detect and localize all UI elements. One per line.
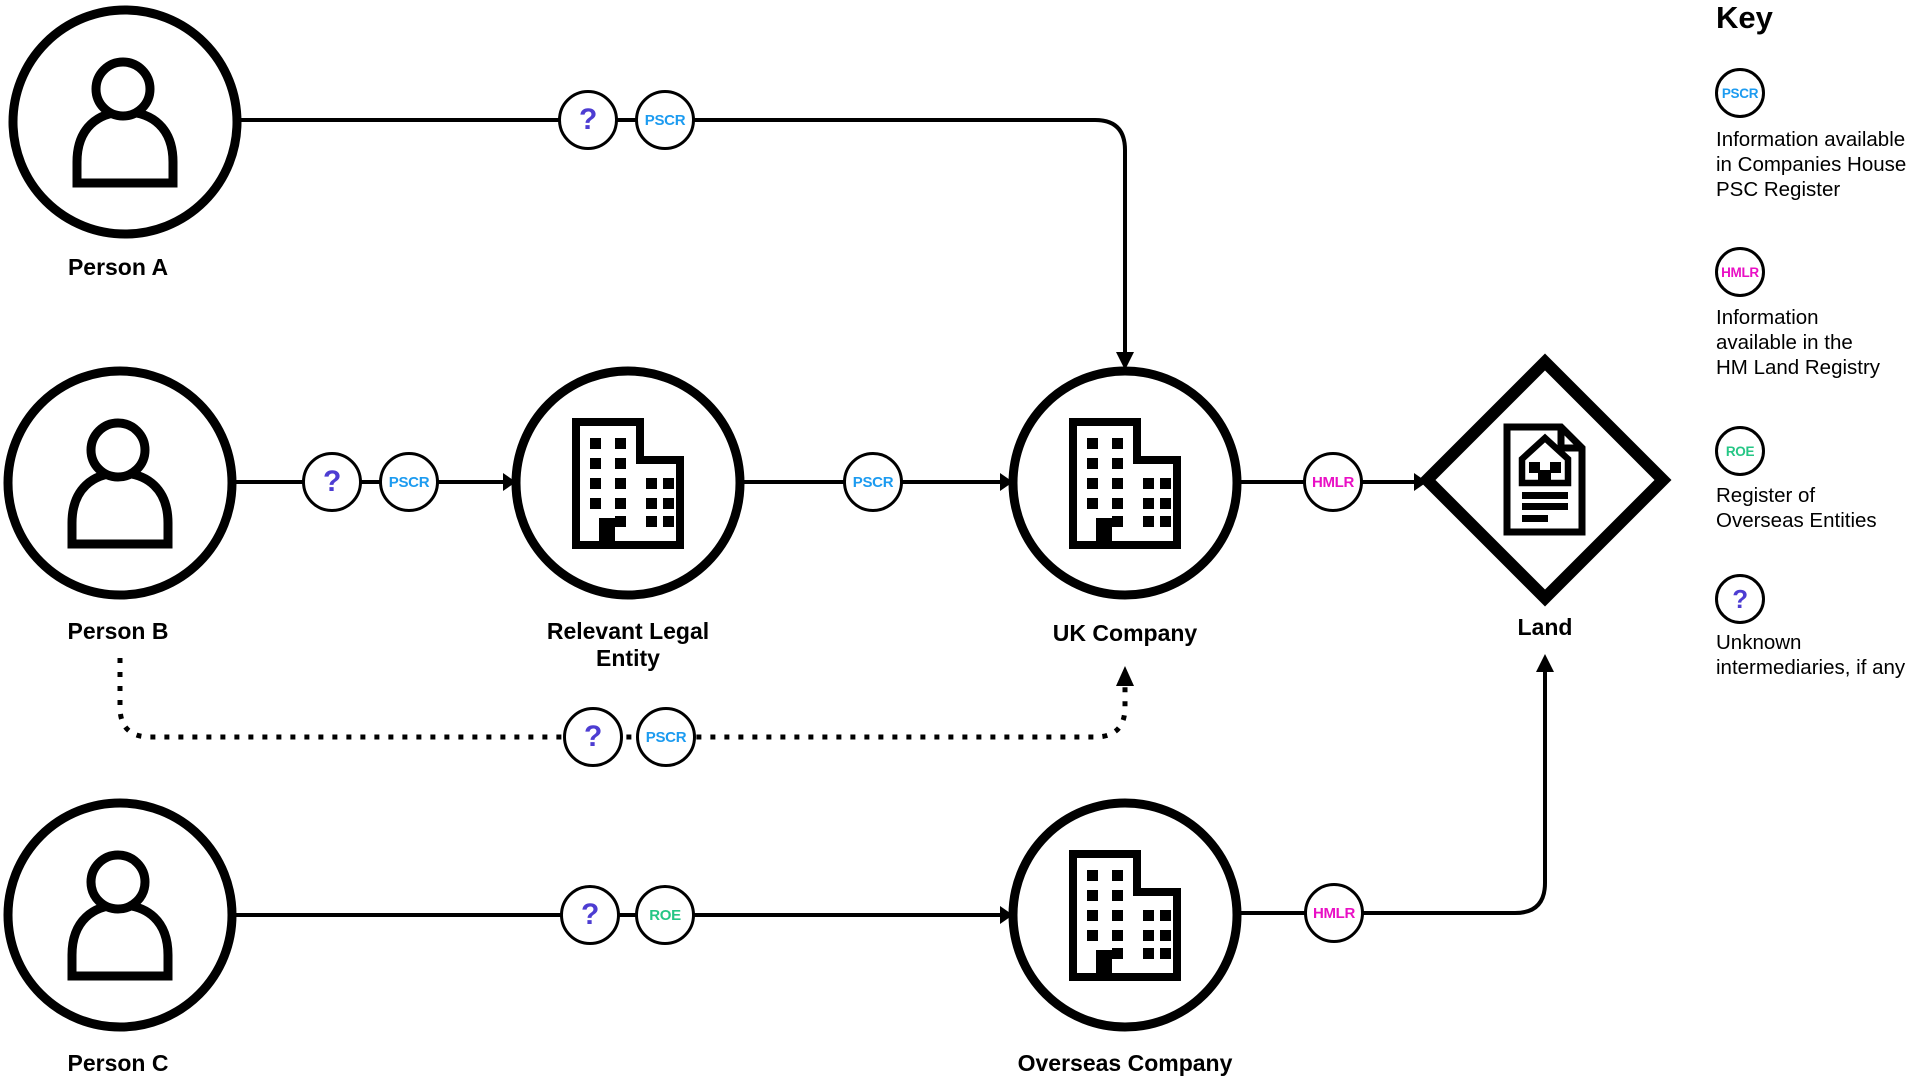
- badge-text: ?: [583, 720, 603, 753]
- pscr-badge: PSCR: [635, 90, 695, 150]
- arrowhead-dotted-into-uk-bottom: [1116, 666, 1134, 686]
- badge-text: PSCR: [645, 728, 687, 746]
- key-hmlr-badge: HMLR: [1715, 247, 1765, 297]
- person-a-label: Person A: [67, 254, 169, 280]
- edge-overseas-to-land: [1237, 672, 1547, 915]
- uk-company-node: [1008, 366, 1242, 600]
- pscr-badge: PSCR: [379, 452, 439, 512]
- person-b-label: Person B: [67, 618, 169, 644]
- badge-text: ROE: [1725, 443, 1755, 459]
- arrowhead-into-uk-left: [1000, 473, 1013, 491]
- land-label: Land: [1517, 614, 1573, 640]
- arrowhead-into-overseas: [1000, 906, 1013, 924]
- badge-text: ROE: [649, 906, 681, 924]
- key-roe-description: Register of Overseas Entities: [1716, 484, 1877, 532]
- person-c-label: Person C: [67, 1050, 169, 1076]
- pscr-badge: PSCR: [843, 452, 903, 512]
- uk-company-label: UK Company: [1052, 620, 1198, 646]
- overseas-company-label: Overseas Company: [1017, 1050, 1233, 1076]
- person-icon: [67, 850, 173, 981]
- relevant-legal-entity-label: Relevant Legal Entity: [546, 618, 710, 671]
- key-roe-badge: ROE: [1715, 426, 1765, 476]
- badge-text: HMLR: [1721, 264, 1759, 280]
- arrowhead-into-rle: [503, 473, 516, 491]
- person-icon: [72, 57, 178, 188]
- key-hmlr-description: Information available in the HM Land Reg…: [1716, 306, 1881, 379]
- badge-text: HMLR: [1311, 473, 1355, 491]
- edge-person-a-to-uk-company: [237, 118, 1127, 354]
- key-pscr-badge: PSCR: [1715, 68, 1765, 118]
- title-deed-icon: [1503, 423, 1586, 536]
- arrowhead-into-land-left: [1414, 473, 1427, 491]
- unknown-intermediary-badge: ?: [560, 885, 620, 945]
- badge-text: ?: [1732, 583, 1748, 614]
- building-icon: [1069, 850, 1181, 981]
- person-icon: [67, 418, 173, 549]
- unknown-intermediary-badge: ?: [302, 452, 362, 512]
- building-icon: [1069, 418, 1181, 549]
- badge-text: PSCR: [1721, 85, 1759, 101]
- overseas-company-node: [1008, 798, 1242, 1032]
- hmlr-badge: HMLR: [1304, 883, 1364, 943]
- key-pscr-description: Information available in Companies House…: [1716, 128, 1907, 201]
- building-icon: [572, 418, 684, 549]
- badge-text: PSCR: [388, 473, 430, 491]
- arrowhead-into-land-bottom: [1536, 654, 1554, 672]
- relevant-legal-entity-node: [511, 366, 745, 600]
- person-c-node: [3, 798, 237, 1032]
- badge-text: HMLR: [1312, 904, 1356, 922]
- badge-text: ?: [322, 465, 342, 498]
- key-unknown-badge: ?: [1715, 574, 1765, 624]
- badge-text: PSCR: [644, 111, 686, 129]
- edge-person-b-to-uk-company-dotted: [117, 658, 1128, 740]
- key-title: Key: [1716, 0, 1773, 35]
- arrowhead-into-uk-top: [1116, 352, 1134, 370]
- pscr-badge: PSCR: [636, 707, 696, 767]
- unknown-intermediary-badge: ?: [563, 707, 623, 767]
- hmlr-badge: HMLR: [1303, 452, 1363, 512]
- badge-text: ?: [580, 898, 600, 931]
- person-a-node: [8, 5, 242, 239]
- key-unknown-description: Unknown intermediaries, if any: [1716, 631, 1906, 679]
- badge-text: ?: [578, 103, 598, 136]
- unknown-intermediary-badge: ?: [558, 90, 618, 150]
- person-b-node: [3, 366, 237, 600]
- badge-text: PSCR: [852, 473, 894, 491]
- roe-badge: ROE: [635, 885, 695, 945]
- land-node: [1418, 353, 1672, 607]
